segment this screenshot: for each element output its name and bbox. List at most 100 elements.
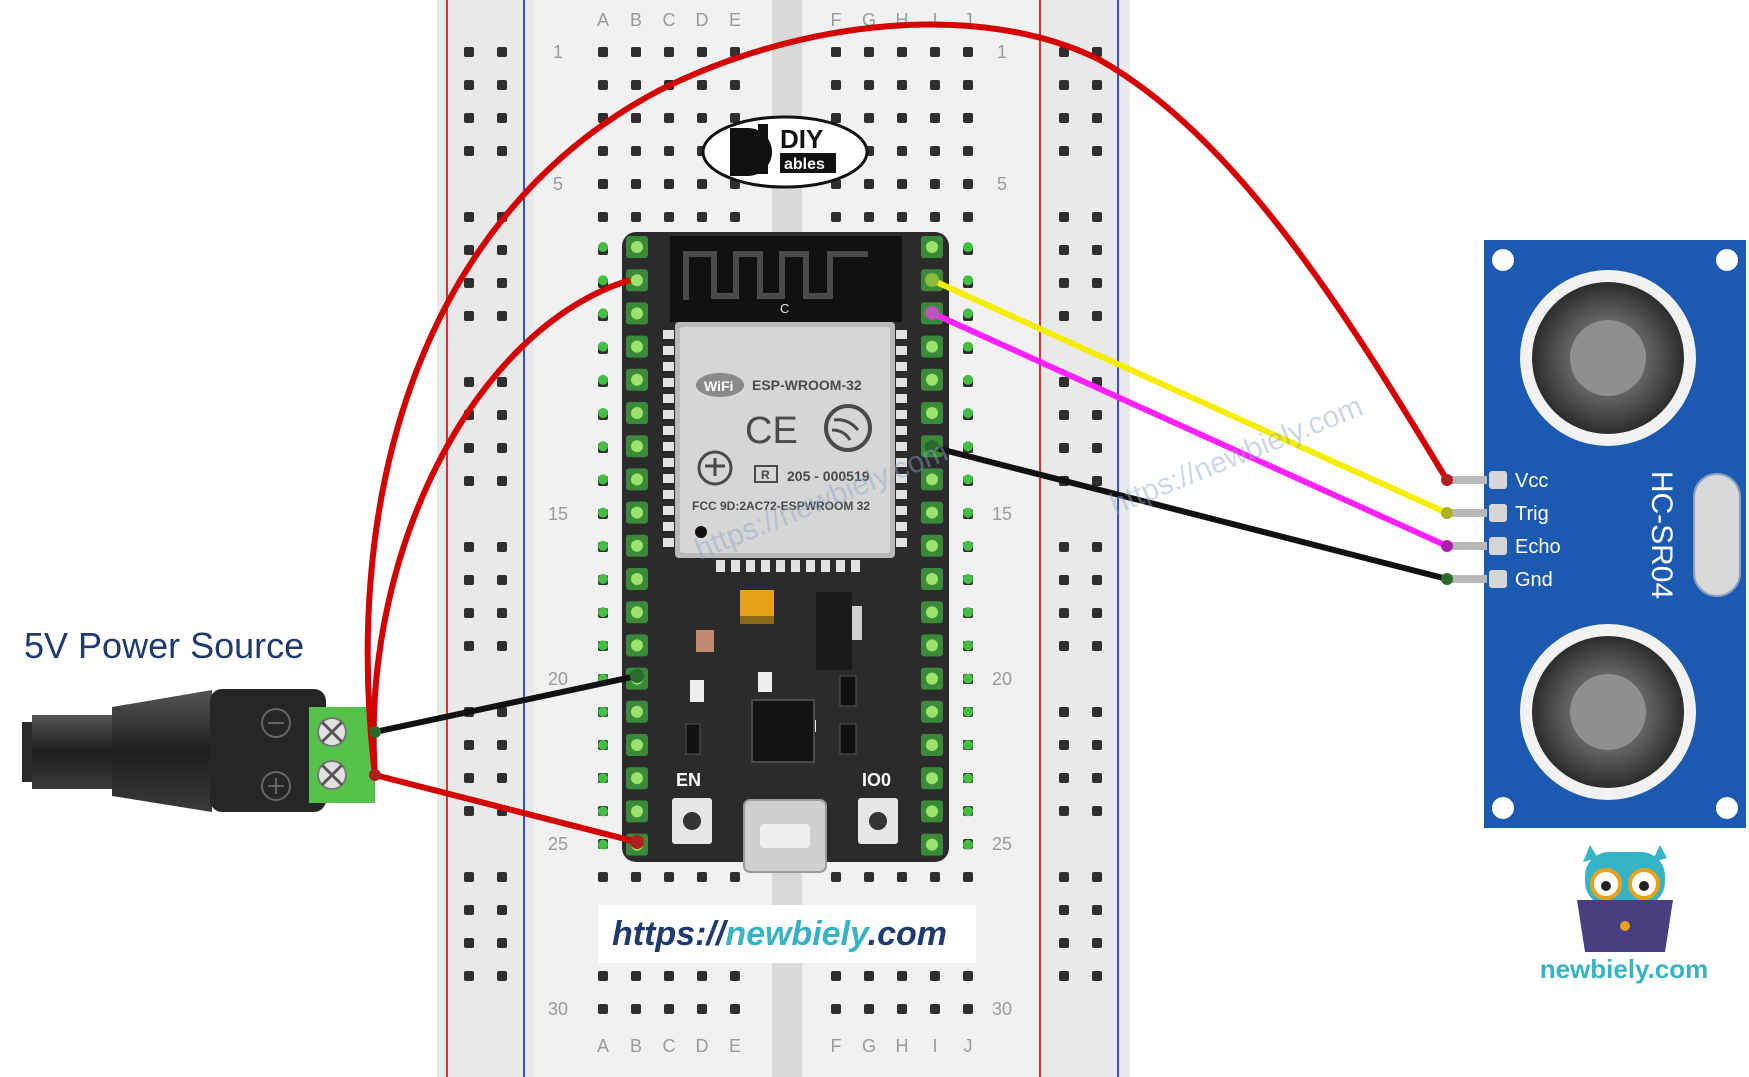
sensor-pin-label: Echo [1515, 536, 1561, 558]
rail-hole [497, 245, 507, 255]
breadboard-hole-green [963, 574, 973, 584]
wire-end [925, 440, 939, 454]
breadboard-hole [864, 80, 874, 90]
rail-hole [497, 113, 507, 123]
breadboard-hole [598, 179, 608, 189]
breadboard-hole [897, 146, 907, 156]
wire-end [1441, 474, 1453, 486]
breadboard-hole [631, 80, 641, 90]
rail-hole [497, 443, 507, 453]
breadboard-hole-green [598, 640, 608, 651]
row-number: 20 [548, 669, 568, 689]
breadboard-hole [664, 971, 674, 981]
rail-hole [1059, 641, 1069, 651]
wire-end [369, 726, 381, 738]
mount-hole [1492, 249, 1514, 271]
breadboard-hole-green [963, 408, 973, 418]
column-letter: A [597, 10, 609, 30]
column-letter: D [696, 10, 709, 30]
breadboard-hole-green [963, 507, 973, 518]
plus-symbol-icon [261, 771, 291, 801]
url-watermark: https://newbiely.com [598, 905, 976, 963]
wire-echo-magenta [930, 310, 1449, 549]
breadboard-hole [930, 971, 940, 981]
rail-hole [1092, 278, 1102, 288]
breadboard-hole-green [598, 275, 608, 286]
sensor-pin-label: Gnd [1515, 569, 1553, 591]
breadboard-hole [864, 212, 874, 222]
r-mark-box [754, 465, 778, 483]
breadboard-hole-green [598, 607, 608, 618]
rail-hole [464, 872, 474, 882]
rail-hole [464, 80, 474, 90]
breadboard-hole [930, 80, 940, 90]
breadboard-hole [730, 113, 740, 123]
breadboard-hole [864, 113, 874, 123]
breadboard-hole-green [963, 806, 973, 817]
rail-hole [464, 608, 474, 618]
power-source-jack: 5V Power Source [22, 625, 375, 812]
rail-hole [464, 905, 474, 915]
breadboard-hole [631, 47, 641, 57]
rail-hole [1092, 971, 1102, 981]
r-mark: R [761, 468, 770, 482]
breadboard-hole [598, 212, 608, 222]
url-name: newbiely [725, 915, 871, 953]
wire-vcc-red [364, 21, 1450, 776]
breadboard-hole [897, 113, 907, 123]
breadboard-hole [631, 113, 641, 123]
antenna-trace [683, 251, 868, 300]
breadboard-hole-green [598, 408, 608, 418]
rail-hole [464, 377, 474, 387]
breadboard-hole [730, 47, 740, 57]
breadboard-hole [730, 872, 740, 882]
rail-hole [464, 113, 474, 123]
sensor-pin-pad [1489, 471, 1507, 489]
wires [364, 21, 1453, 849]
rail-hole [1092, 311, 1102, 321]
module-castellated-pads [663, 330, 907, 572]
rail-hole [497, 872, 507, 882]
rail-hole [1059, 443, 1069, 453]
rail-hole [497, 410, 507, 420]
cert-number: 205 - 000519 [787, 468, 870, 484]
rail-hole [497, 740, 507, 750]
rail-hole [464, 575, 474, 585]
breadboard-hole-green [598, 441, 608, 452]
breadboard-hole-green [598, 806, 608, 817]
smd-part-2 [758, 672, 772, 692]
power-source-label: 5V Power Source [24, 625, 304, 666]
breadboard-hole [631, 971, 641, 981]
rail-hole [1092, 542, 1102, 552]
rail-hole [1092, 476, 1102, 486]
rail-hole [1059, 80, 1069, 90]
breadboard-hole [730, 1004, 740, 1014]
breadboard-hole-green [963, 308, 973, 319]
rail-hole [497, 47, 507, 57]
breadboard-hole [598, 872, 608, 882]
mount-hole [1716, 249, 1738, 271]
wire-gnd-black-sensor [931, 444, 1448, 582]
diode [685, 723, 701, 755]
breadboard-hole [697, 1004, 707, 1014]
breadboard-hole [963, 1004, 973, 1014]
row-number: 30 [548, 999, 568, 1019]
mount-hole [1492, 797, 1514, 819]
breadboard-hole [930, 179, 940, 189]
rail-hole [464, 146, 474, 156]
column-letter: J [964, 10, 973, 30]
rail-hole [1092, 740, 1102, 750]
breadboard-hole-green [963, 740, 973, 750]
breadboard-hole [831, 872, 841, 882]
rail-hole [497, 311, 507, 321]
rail-hole [1092, 806, 1102, 816]
column-letter: E [729, 10, 741, 30]
sensor-pin-pad [1489, 504, 1507, 522]
wire-end [1441, 507, 1453, 519]
breadboard-hole [897, 872, 907, 882]
breadboard-hole [930, 212, 940, 222]
breadboard-hole [864, 872, 874, 882]
row-number: 25 [548, 834, 568, 854]
